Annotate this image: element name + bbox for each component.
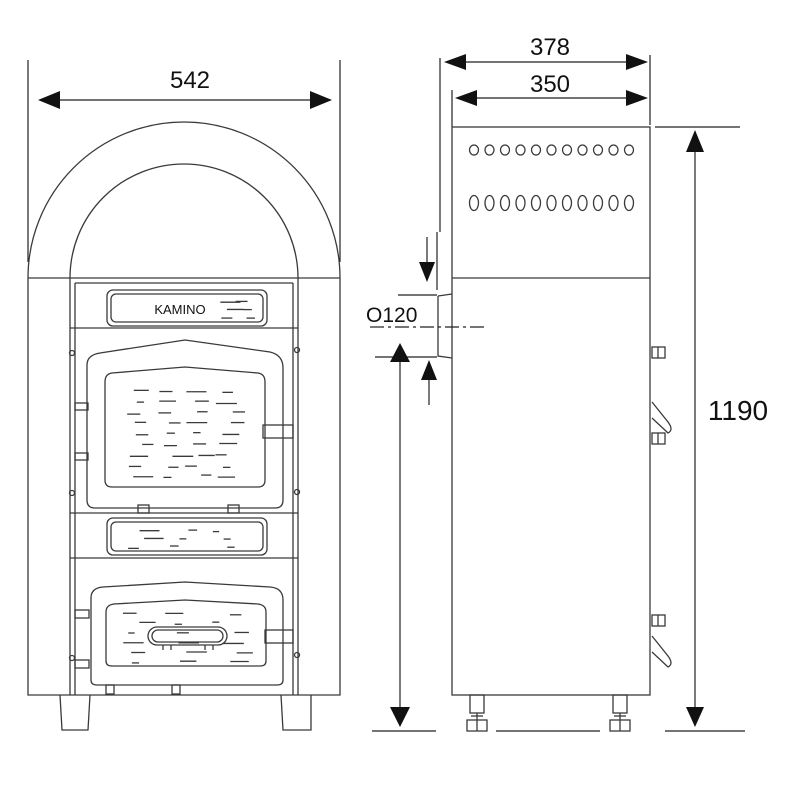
vent-hole (546, 194, 557, 212)
flue-pipe (437, 293, 453, 359)
vent-hole (608, 144, 619, 156)
adjustable-foot (609, 694, 631, 732)
vent-hole (468, 194, 480, 212)
vent-hole (530, 144, 542, 156)
vent-hole (484, 194, 495, 212)
vent-hole (499, 194, 511, 212)
width-dimension: 542 (27, 60, 341, 262)
flue-dimension: O120 (366, 237, 486, 727)
vent-hole (623, 194, 635, 212)
vent-hole (577, 144, 588, 156)
height-dimension: 1190 (655, 126, 768, 727)
flue-diameter-label: O120 (366, 304, 417, 327)
outer-depth-label: 378 (530, 34, 570, 61)
vent-hole (608, 194, 619, 212)
lower-door (74, 581, 294, 695)
vent-hole (515, 144, 526, 156)
vent-hole (546, 144, 557, 156)
brand-label: KAMINO (154, 302, 205, 317)
vent-hole (592, 194, 604, 212)
side-body (372, 126, 745, 732)
width-label: 542 (170, 67, 210, 94)
side-view: 378 350 (366, 34, 768, 732)
inner-depth-label: 350 (530, 71, 570, 98)
vent-hole (561, 144, 573, 156)
upper-door-handle (262, 424, 294, 439)
vent-hole (499, 144, 511, 156)
vent-hole (592, 144, 604, 156)
height-label: 1190 (708, 395, 768, 426)
valve (651, 401, 672, 434)
upper-door (74, 339, 294, 514)
ash-plate (106, 517, 268, 556)
lower-door-handle (264, 629, 294, 644)
vent-hole (623, 144, 635, 156)
left-leg (59, 694, 91, 731)
vent-holes (468, 144, 635, 212)
vent-hole (530, 194, 542, 212)
front-view: 542 KAMINO (27, 60, 341, 731)
stove-body (27, 121, 341, 731)
nameplate: KAMINO (106, 289, 268, 327)
depth-dimensions: 378 350 (436, 34, 651, 290)
vent-hole (484, 144, 495, 156)
adjustable-foot (466, 694, 488, 732)
right-leg (280, 694, 312, 731)
vent-hole (561, 194, 573, 212)
vent-hole (468, 144, 480, 156)
valve (651, 635, 672, 668)
vent-hole (577, 194, 588, 212)
air-slot (147, 626, 228, 646)
vent-hole (515, 194, 526, 212)
